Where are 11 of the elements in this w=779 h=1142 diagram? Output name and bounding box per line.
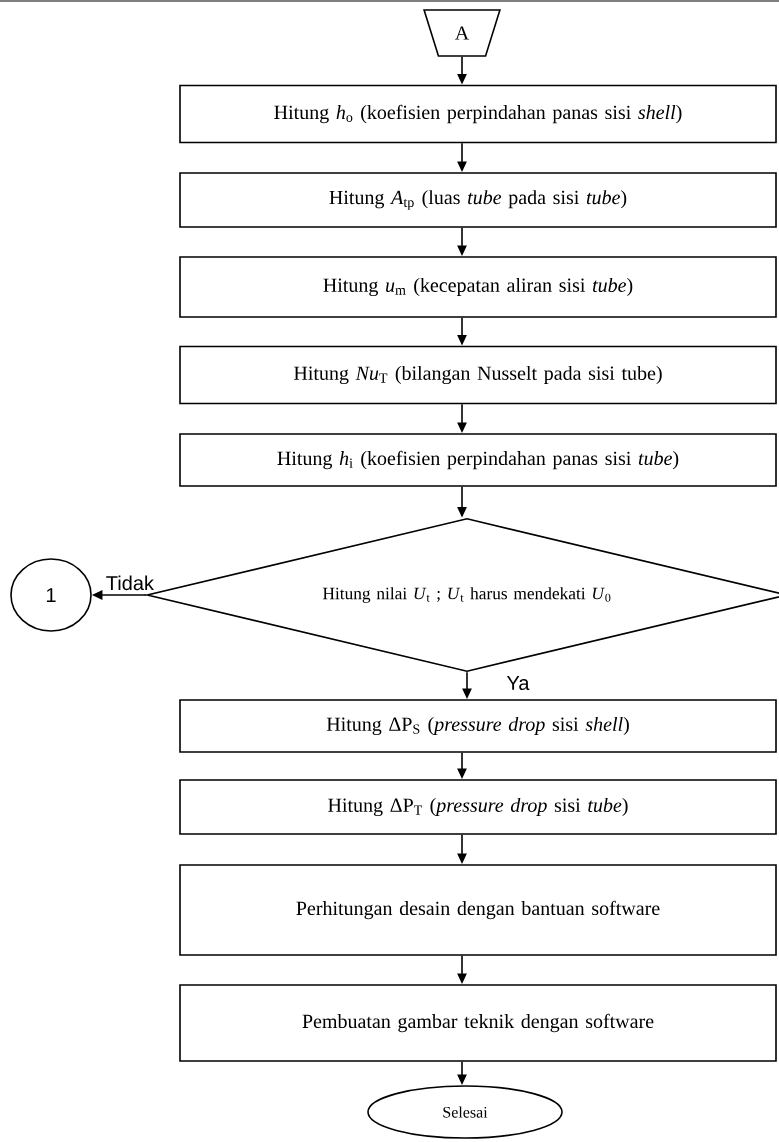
process-box: Hitung Nu$_{T}$ (bilangan Nusselt pada sisi tube) bbox=[179, 345, 777, 405]
process-box: Hitung ΔP$_{T}$ (pressure drop sisi tube) bbox=[179, 779, 777, 835]
process-box: Hitung ΔP$_{S}$ (pressure drop sisi shell) bbox=[179, 699, 777, 753]
process-box: Hitung u$_{m}$ (kecepatan aliran sisi tube) bbox=[179, 256, 777, 318]
process-box: Hitung h$_{o}$ (koefisien perpindahan panas sisi shell) bbox=[179, 84, 777, 144]
edge-label: Ya bbox=[506, 676, 530, 691]
process-box: Hitung h$_{i}$ (koefisien perpindahan panas sisi tube) bbox=[179, 433, 777, 487]
process-box: Hitung A$_{tp}$ (luas tube pada sisi tube) bbox=[179, 172, 777, 228]
process-box: Pembuatan gambar teknik dengan software bbox=[179, 984, 777, 1062]
connector-trapezoid: A bbox=[423, 9, 501, 57]
process-box: Perhitungan desain dengan bantuan software bbox=[179, 864, 777, 956]
